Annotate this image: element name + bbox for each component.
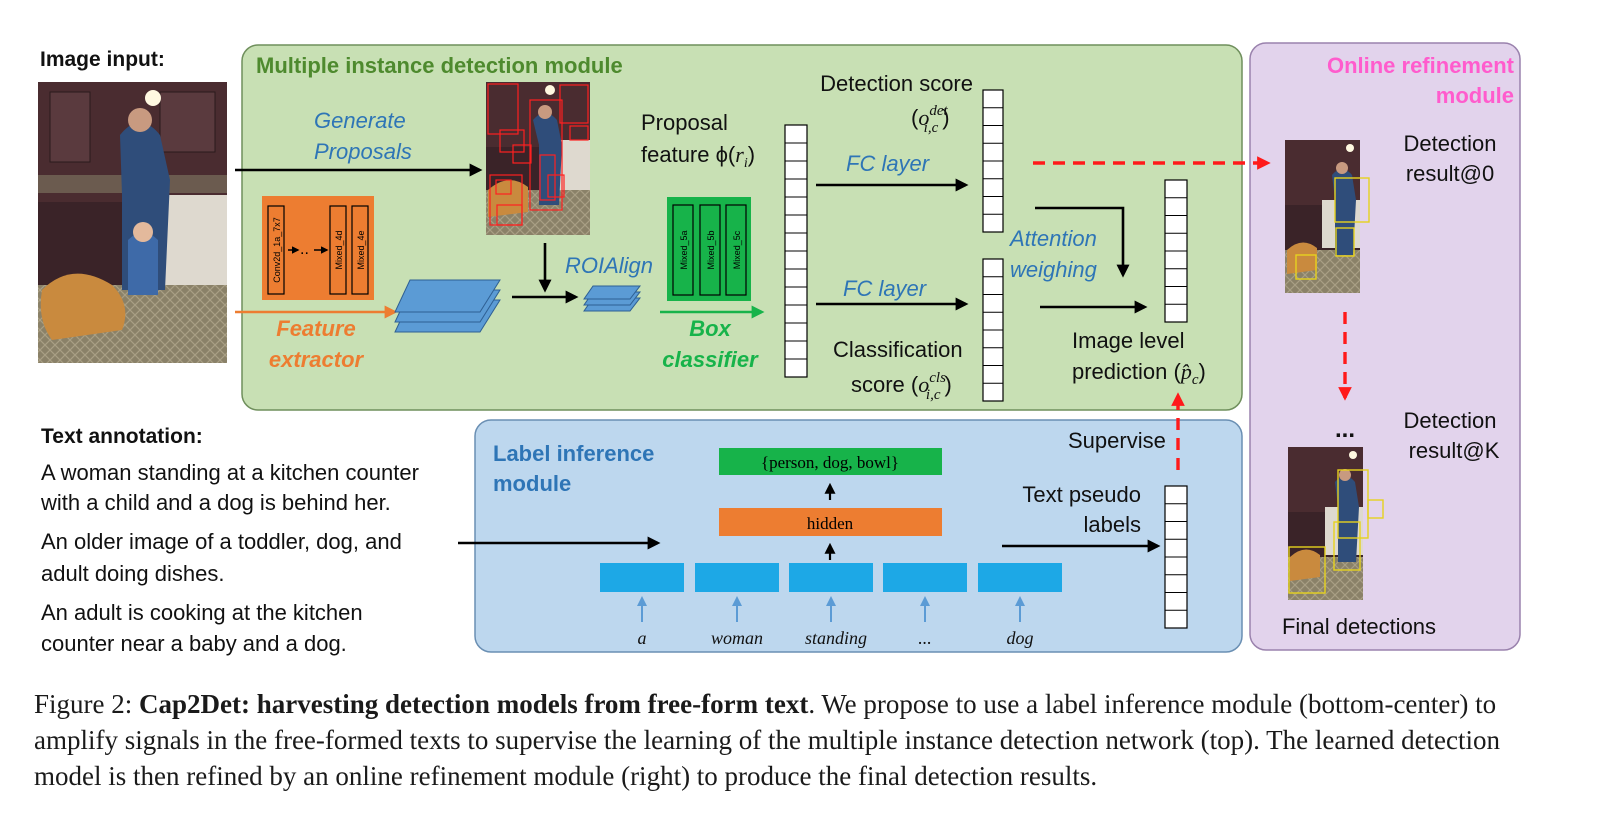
output-labels-box: [719, 448, 942, 475]
hidden-layer-text: hidden: [807, 514, 854, 533]
word-3: standing: [805, 628, 867, 648]
text-annotation-title: Text annotation:: [41, 425, 203, 448]
proposal-label-1: Proposal: [641, 110, 728, 135]
input-photo: [38, 82, 227, 363]
hidden-layer-box: [719, 508, 942, 536]
extractor-layer-2: Mixed_4d: [329, 205, 347, 295]
pseudo-label-1: Text pseudo: [1022, 482, 1141, 507]
svg-text:Mixed_5a: Mixed_5a: [679, 230, 689, 269]
box-label-1: Box: [689, 316, 731, 341]
fc-top-label: FC layer: [846, 151, 931, 176]
annotation-line-2: with a child and a dog is behind her.: [40, 490, 391, 515]
pseudo-label-2: labels: [1084, 512, 1141, 537]
svg-text:Conv2d_1a_7x7: Conv2d_1a_7x7: [272, 217, 282, 283]
image-input-title: Image input:: [40, 48, 165, 71]
embedding-4: [883, 563, 967, 592]
svg-text:Mixed_4d: Mixed_4d: [334, 230, 344, 269]
classification-score-vector: [982, 258, 1004, 402]
result0-photo: [1285, 140, 1370, 293]
feature-label-1: Feature: [276, 316, 355, 341]
annotation-line-1: A woman standing at a kitchen counter: [41, 460, 419, 485]
annotation-line-3: An older image of a toddler, dog, and: [41, 529, 402, 554]
caption-body: . We propose to use a label inference mo…: [34, 689, 1501, 791]
resultk-photo: [1288, 447, 1384, 600]
embedding-3: [789, 563, 873, 592]
proposal-label-2: feature ϕ(ri): [641, 142, 755, 171]
resultk-label-1: Detection: [1404, 408, 1497, 433]
annotation-line-4: adult doing dishes.: [41, 561, 224, 586]
word-2: woman: [711, 628, 763, 648]
image-prediction-vector: [1164, 179, 1188, 323]
svg-text:Mixed_4e: Mixed_4e: [356, 230, 366, 269]
imglevel-label-2: prediction (p̂c): [1072, 359, 1206, 388]
proposal-feature-vector: [784, 124, 808, 378]
detscore-label-1: Detection score: [820, 71, 973, 96]
word-1: a: [638, 628, 647, 648]
embedding-2: [695, 563, 779, 592]
annotation-line-6: counter near a baby and a dog.: [41, 631, 347, 656]
fc-bottom-label: FC layer: [843, 276, 928, 301]
cls-label-1: Classification: [833, 337, 963, 362]
output-labels-text: {person, dog, bowl}: [761, 453, 899, 472]
label-module-title-2: module: [493, 471, 571, 496]
svg-text:Mixed_5b: Mixed_5b: [706, 230, 716, 269]
word-4: ...: [918, 628, 932, 648]
roialign-label: ROIAlign: [565, 253, 653, 278]
embedding-5: [978, 563, 1062, 592]
proposals-photo: [486, 82, 590, 235]
feature-label-2: extractor: [269, 347, 365, 372]
extractor-layer-3: Mixed_4e: [351, 205, 369, 295]
figure-caption: Figure 2: Cap2Det: harvesting detection …: [34, 686, 1574, 794]
supervise-label: Supervise: [1068, 428, 1166, 453]
feature-map-stack: [394, 279, 501, 333]
generate-label-2: Proposals: [314, 139, 412, 164]
roi-feature-stack: [583, 285, 642, 312]
extractor-ellipsis: ..: [300, 241, 309, 258]
caption-title: Cap2Det: harvesting detection models fro…: [139, 689, 809, 719]
result0-label-2: result@0: [1406, 161, 1494, 186]
refine-module-title-1: Online refinement: [1327, 53, 1515, 78]
svg-text:Mixed_5c: Mixed_5c: [732, 230, 742, 269]
embedding-1: [600, 563, 684, 592]
diagram: Multiple instance detection module Onlin…: [38, 42, 1521, 656]
result0-label-1: Detection: [1404, 131, 1497, 156]
label-module-title-1: Label inference: [493, 441, 654, 466]
extractor-layer-1: Conv2d_1a_7x7: [267, 205, 285, 295]
generate-label-1: Generate: [314, 108, 406, 133]
attention-label-2: weighing: [1010, 257, 1098, 282]
pseudo-label-vector: [1164, 485, 1188, 629]
mid-module-title: Multiple instance detection module: [256, 53, 623, 78]
refine-dots: ...: [1335, 416, 1355, 443]
refine-module-title-2: module: [1436, 83, 1514, 108]
resultk-label-2: result@K: [1409, 438, 1500, 463]
attention-label-1: Attention: [1008, 226, 1097, 251]
annotation-line-5: An adult is cooking at the kitchen: [41, 600, 363, 625]
feature-extractor-block: [262, 196, 374, 300]
box-classifier-block: [667, 197, 751, 301]
detection-score-vector: [982, 89, 1004, 233]
box-label-2: classifier: [662, 347, 759, 372]
classifier-layer-2: Mixed_5b: [699, 204, 721, 296]
imglevel-label-1: Image level: [1072, 328, 1185, 353]
caption-prefix: Figure 2:: [34, 689, 139, 719]
classifier-layer-1: Mixed_5a: [672, 204, 694, 296]
final-detections-label: Final detections: [1282, 614, 1436, 639]
word-5: dog: [1007, 628, 1034, 648]
classifier-layer-3: Mixed_5c: [725, 204, 747, 296]
